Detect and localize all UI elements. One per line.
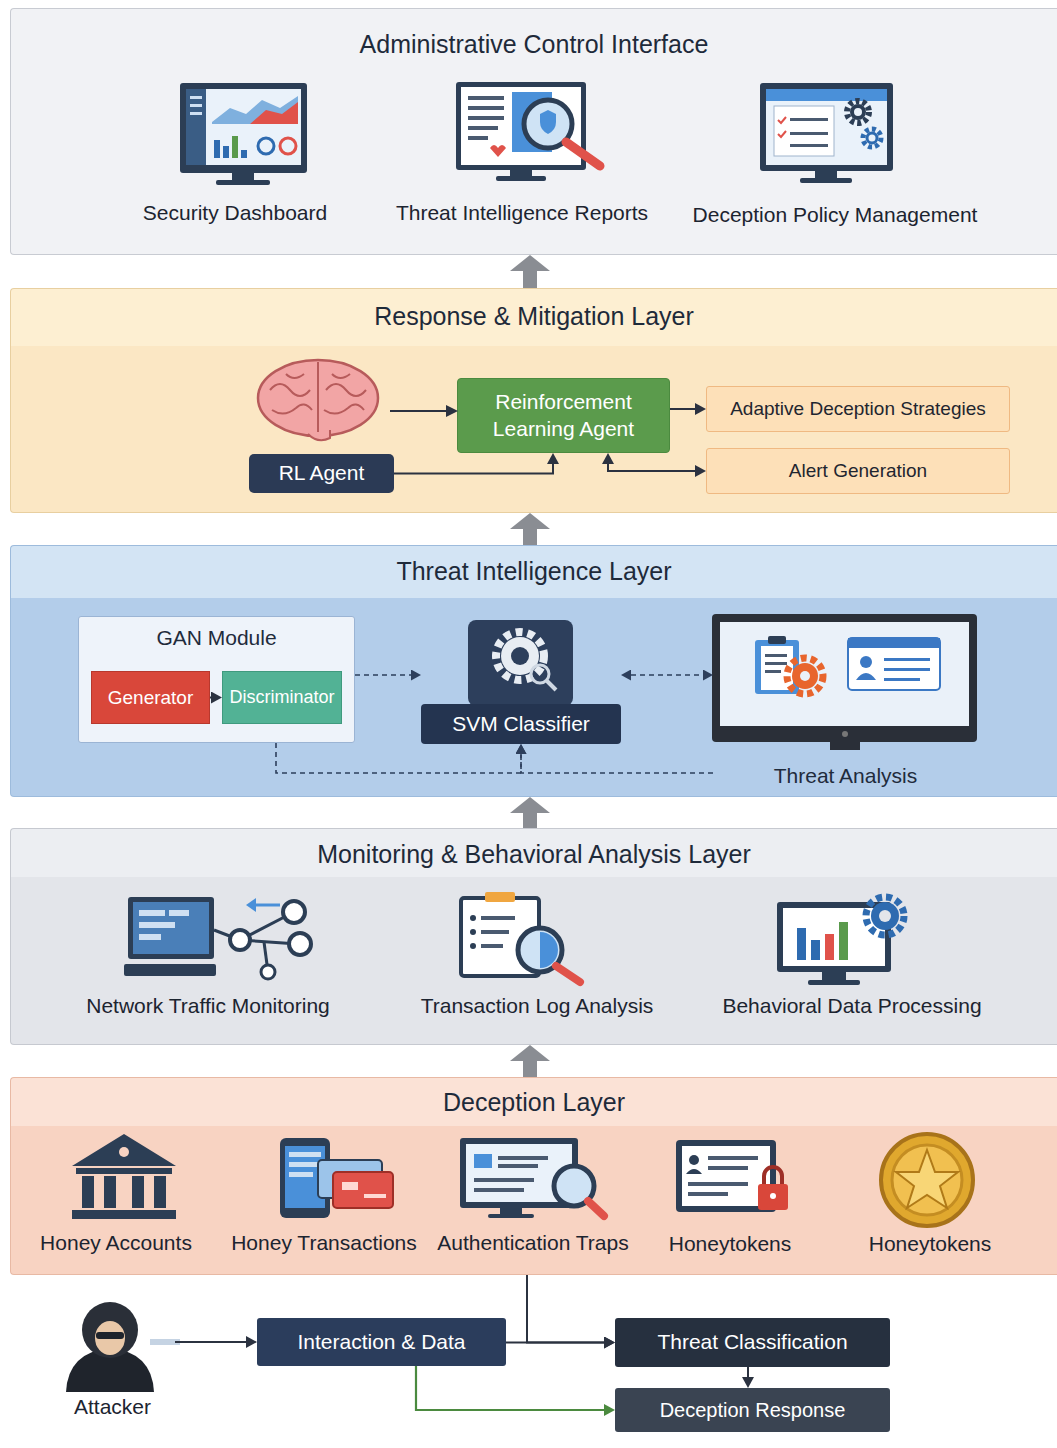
icon-label: Honeytokens bbox=[869, 1232, 992, 1256]
bank-icon bbox=[72, 1134, 176, 1219]
connector bbox=[523, 813, 537, 828]
brain-icon bbox=[258, 360, 458, 440]
connector bbox=[355, 674, 411, 676]
layer-title: Threat Intelligence Layer bbox=[396, 556, 671, 587]
icon-label: Threat Intelligence Reports bbox=[396, 201, 648, 225]
icon-label: Transaction Log Analysis bbox=[421, 994, 654, 1018]
connector bbox=[276, 743, 521, 773]
connector bbox=[175, 1341, 246, 1343]
process-box: Threat Classification bbox=[615, 1318, 890, 1367]
icon-label: Security Dashboard bbox=[143, 201, 327, 225]
transactions-icon bbox=[280, 1138, 393, 1218]
connector bbox=[506, 1342, 604, 1344]
node-label: Threat Analysis bbox=[774, 763, 918, 789]
connector bbox=[523, 1061, 537, 1077]
behavior-icon bbox=[777, 897, 904, 985]
node-label: SVM Classifier bbox=[421, 704, 621, 744]
coin-icon bbox=[881, 1134, 973, 1226]
log-icon bbox=[461, 892, 580, 982]
process-box: Interaction & Data bbox=[257, 1318, 506, 1366]
icon-label: Network Traffic Monitoring bbox=[86, 994, 330, 1018]
connector bbox=[747, 1367, 749, 1377]
connector bbox=[394, 464, 553, 474]
auth-trap-icon bbox=[460, 1138, 604, 1218]
connector bbox=[670, 408, 695, 410]
connector bbox=[527, 1275, 604, 1343]
node-label: Reinforcement Learning Agent bbox=[470, 389, 657, 442]
node-label: Attacker bbox=[74, 1394, 151, 1420]
connector bbox=[523, 529, 537, 545]
attacker-icon bbox=[66, 1302, 154, 1392]
policy-icon bbox=[760, 83, 893, 183]
node-label: Deception Response bbox=[660, 1398, 846, 1423]
icon-label: Honeytokens bbox=[669, 1232, 792, 1256]
output-box: Alert Generation bbox=[706, 448, 1010, 494]
node-label: GAN Module bbox=[156, 625, 276, 651]
agent-box: RL Agent bbox=[249, 454, 394, 493]
reports-icon bbox=[456, 82, 600, 181]
network-icon bbox=[124, 897, 311, 979]
icon-label: Honey Accounts bbox=[40, 1231, 192, 1255]
node-label: Generator bbox=[108, 686, 194, 710]
layer-title: Deception Layer bbox=[443, 1087, 625, 1118]
output-box: Adaptive Deception Strategies bbox=[706, 386, 1010, 432]
icon-label: Behavioral Data Processing bbox=[722, 994, 981, 1018]
connector bbox=[416, 1366, 604, 1410]
node-label: RL Agent bbox=[279, 460, 365, 486]
layer-band: Response & Mitigation Layer RL Agent Reinf… bbox=[10, 288, 1057, 513]
honeytoken-icon bbox=[676, 1140, 788, 1212]
threat-analysis-monitor bbox=[712, 614, 977, 750]
icon-label: Deception Policy Management bbox=[693, 203, 978, 227]
node-label: Adaptive Deception Strategies bbox=[730, 397, 986, 421]
layer-title: Administrative Control Interface bbox=[360, 29, 709, 60]
process-box: Generator bbox=[91, 671, 210, 724]
module-box: GAN ModuleGenerator Discriminator bbox=[78, 616, 355, 743]
layer-title: Response & Mitigation Layer bbox=[374, 301, 694, 332]
node-label: Threat Classification bbox=[657, 1329, 847, 1355]
icon-label: Honey Transactions bbox=[231, 1231, 417, 1255]
process-box: Deception Response bbox=[615, 1388, 890, 1432]
connector bbox=[210, 697, 211, 699]
connector bbox=[523, 271, 537, 288]
node-label: Discriminator bbox=[229, 686, 334, 709]
process-box: Discriminator bbox=[222, 671, 342, 724]
connector bbox=[608, 464, 695, 471]
connector bbox=[631, 674, 703, 676]
agent-box: Reinforcement Learning Agent bbox=[457, 378, 670, 453]
node-label: Alert Generation bbox=[789, 459, 927, 483]
node-label: Interaction & Data bbox=[297, 1329, 465, 1355]
layer-title: Monitoring & Behavioral Analysis Layer bbox=[317, 839, 751, 870]
icon-label: Authentication Traps bbox=[437, 1231, 628, 1255]
svm-icon bbox=[468, 620, 573, 706]
connector bbox=[521, 754, 713, 773]
dashboard-icon bbox=[180, 83, 307, 185]
